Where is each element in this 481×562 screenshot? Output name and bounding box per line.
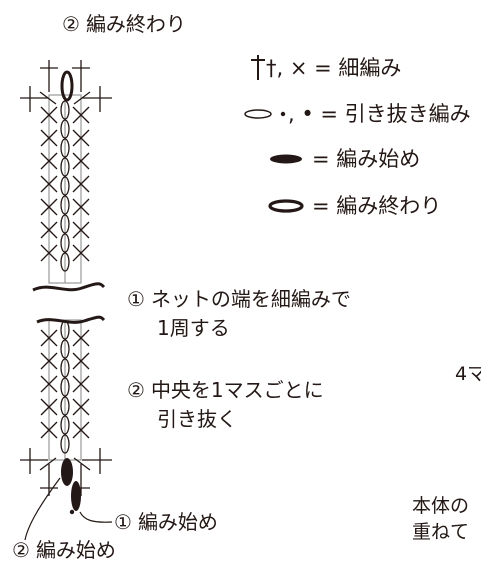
end-oval-top	[60, 70, 74, 102]
net-strip-lower	[48, 319, 82, 461]
single-crochet-x	[72, 175, 90, 193]
single-crochet-x	[72, 221, 90, 239]
slip-stitch-oval	[60, 434, 70, 454]
partial-text-body: 本体の	[412, 495, 470, 517]
slip-stitch-oval	[60, 233, 70, 253]
slip-stitch-oval	[60, 415, 70, 435]
step-1-line1: ネットの端を細編みで	[150, 287, 351, 311]
slip-stitch-oval	[60, 157, 70, 177]
start-oval-left	[61, 458, 73, 486]
bottom-label-1-text: 編み始め	[137, 510, 218, 534]
start-oval-right	[71, 481, 81, 511]
single-crochet-x	[40, 198, 58, 216]
legend-single-crochet: †, × = 細編み	[266, 56, 402, 80]
step-2-line2: 引き抜く	[157, 407, 237, 431]
single-crochet-x	[40, 329, 58, 347]
step-2-num: ②	[127, 378, 145, 402]
partial-text-4ma: 4マ	[455, 363, 481, 385]
partial-text-overlap: 重ねて	[412, 521, 470, 543]
single-crochet-marks	[40, 106, 90, 439]
step-1-num: ①	[127, 287, 145, 311]
single-crochet-x	[72, 106, 90, 124]
step-2-line1: 中央を1マスごとに	[150, 378, 324, 402]
slip-stitch-oval	[60, 176, 70, 196]
leader-lines	[24, 477, 113, 541]
single-crochet-x	[72, 129, 90, 147]
single-crochet-x	[40, 129, 58, 147]
slip-stitch-oval	[60, 377, 70, 397]
slip-dot	[69, 509, 75, 515]
single-crochet-x	[72, 352, 90, 370]
single-crochet-x	[40, 398, 58, 416]
bottom-label-2-text: 編み始め	[35, 538, 116, 562]
single-crochet-x	[72, 398, 90, 416]
top-label-num: ②	[62, 12, 80, 36]
bottom-label-2-num: ②	[12, 538, 30, 562]
break-lines	[32, 282, 106, 324]
legend-slip-stitch: , • = 引き抜き編み	[288, 102, 471, 126]
slip-stitch-oval	[60, 214, 70, 234]
single-crochet-x	[72, 244, 90, 262]
bottom-cross-marks	[20, 448, 112, 496]
slip-stitch-oval	[60, 138, 70, 158]
slip-stitch-ovals	[60, 100, 70, 454]
slip-stitch-oval	[60, 339, 70, 359]
top-label-text: 編み終わり	[85, 12, 186, 36]
single-crochet-x	[40, 175, 58, 193]
single-crochet-x	[72, 375, 90, 393]
legend-glyphs	[244, 55, 304, 213]
single-crochet-x	[40, 421, 58, 439]
slip-stitch-oval	[60, 119, 70, 139]
slip-stitch-oval	[60, 195, 70, 215]
single-crochet-x	[72, 329, 90, 347]
single-crochet-x	[72, 152, 90, 170]
single-crochet-x	[40, 152, 58, 170]
slip-stitch-oval	[60, 396, 70, 416]
slip-stitch-oval	[60, 252, 70, 272]
bottom-label-1-num: ①	[114, 510, 132, 534]
single-crochet-x	[40, 221, 58, 239]
top-cross-marks	[20, 60, 112, 112]
single-crochet-x	[40, 352, 58, 370]
single-crochet-x	[72, 198, 90, 216]
slip-stitch-oval	[60, 358, 70, 378]
single-crochet-x	[40, 106, 58, 124]
single-crochet-x	[40, 244, 58, 262]
step-1-line2: 1周する	[157, 316, 230, 340]
single-crochet-x	[72, 421, 90, 439]
single-crochet-x	[40, 375, 58, 393]
legend-start: = 編み始め	[312, 147, 421, 171]
slip-stitch-oval	[60, 100, 70, 120]
legend-end: = 編み終わり	[312, 194, 442, 218]
